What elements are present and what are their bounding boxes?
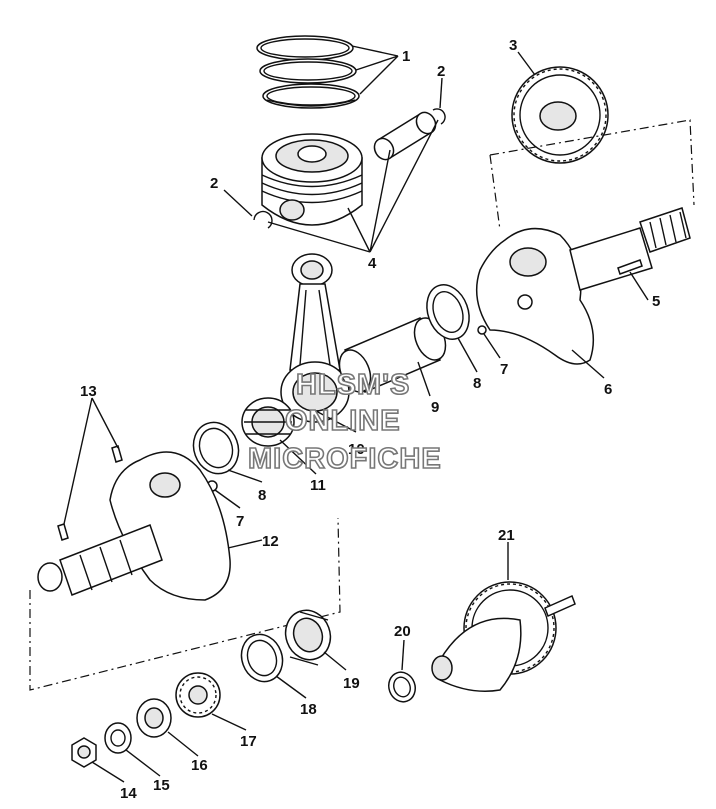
piston	[261, 133, 363, 226]
leader-lines	[63, 45, 649, 783]
connecting-rod	[280, 253, 350, 423]
callout-3: 3	[509, 37, 517, 54]
callout-20: 20	[394, 623, 411, 640]
key-upper	[111, 445, 123, 463]
callout-15: 15	[153, 777, 170, 794]
callout-9: 9	[431, 399, 439, 416]
callout-5: 5	[652, 293, 660, 310]
callout-18: 18	[300, 701, 317, 718]
crank-gear-assembly	[431, 581, 576, 692]
circlip-upper	[432, 108, 446, 125]
callout-7-lower: 7	[236, 513, 244, 530]
woodruff-key	[617, 259, 643, 275]
key-lower	[57, 523, 69, 541]
ball-upper	[477, 325, 487, 335]
callout-13: 13	[80, 383, 97, 400]
watermark-line-2: ONLINE	[285, 405, 401, 437]
callout-11: 11	[310, 477, 326, 494]
callout-16: 16	[191, 757, 208, 774]
watermark-line-1: HLSM'S	[296, 369, 410, 401]
spacer-18	[240, 633, 284, 683]
needle-bearing	[241, 397, 295, 447]
callout-2-lower: 2	[210, 175, 218, 192]
cam-gear	[511, 66, 609, 164]
watermark-line-3: MICROFICHE	[248, 443, 442, 475]
piston-pin	[373, 111, 437, 161]
callout-7-upper: 7	[500, 361, 508, 378]
callout-21: 21	[498, 527, 515, 544]
thrust-washer-lower	[192, 421, 240, 475]
callout-14: 14	[120, 785, 137, 802]
washer-20	[388, 671, 416, 703]
callout-12: 12	[262, 533, 279, 550]
callout-labels: 1 2 3 2 4 5 7 8 6 9 13 10 11 8 7 12 21 2…	[80, 37, 660, 802]
circlip-lower	[253, 210, 273, 229]
locknut-16	[136, 698, 172, 738]
callout-2-upper: 2	[437, 63, 445, 80]
callout-6: 6	[604, 381, 612, 398]
bearing-19	[284, 609, 332, 666]
gear-alignment-line	[489, 119, 695, 231]
crankshaft-right-half	[475, 207, 691, 365]
callout-19: 19	[343, 675, 360, 692]
thrust-washer-upper	[426, 284, 470, 340]
callout-8-lower: 8	[258, 487, 266, 504]
watermark: HLSM'S ONLINE MICROFICHE	[247, 368, 442, 476]
washer-15	[104, 722, 132, 754]
nut-14	[71, 737, 97, 768]
callout-8-upper: 8	[473, 375, 481, 392]
callout-10: 10	[348, 441, 365, 458]
crankshaft-left-half	[37, 451, 231, 601]
callout-1: 1	[402, 48, 410, 65]
sprocket-17	[175, 672, 221, 718]
callout-4: 4	[368, 255, 377, 272]
piston-rings	[256, 35, 360, 109]
callout-17: 17	[240, 733, 257, 750]
